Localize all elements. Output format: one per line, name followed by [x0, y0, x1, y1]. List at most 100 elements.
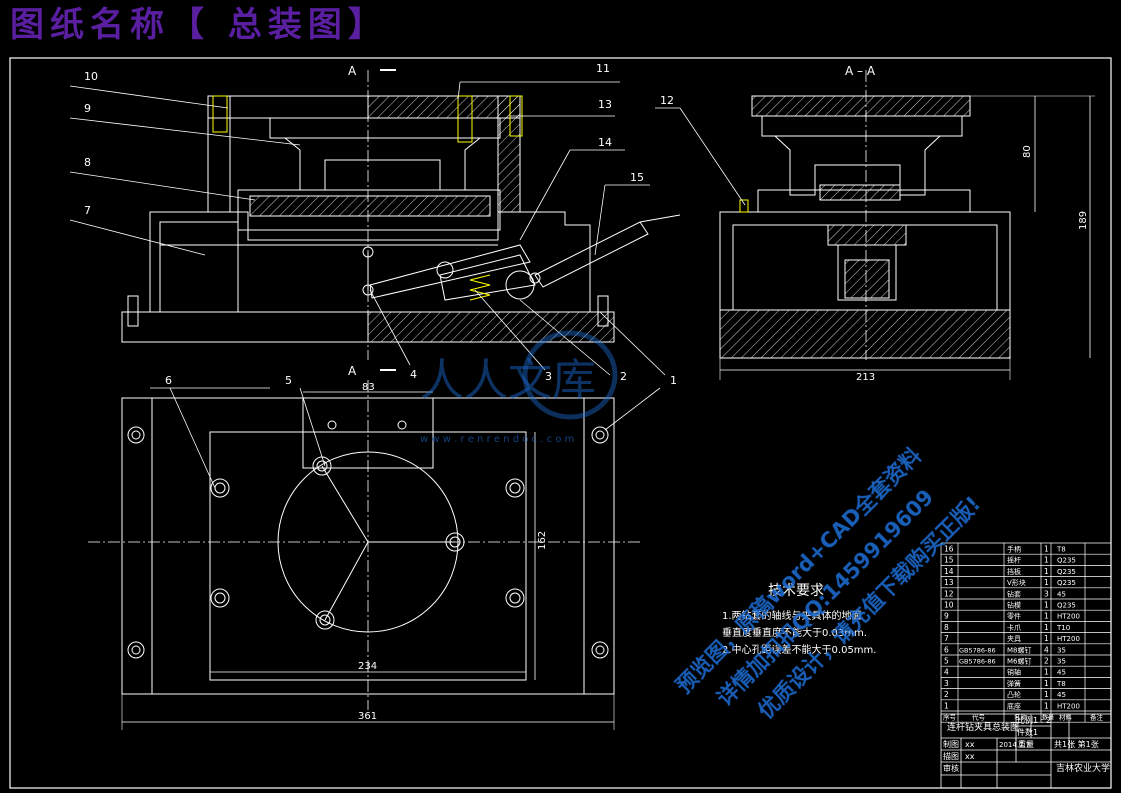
watermark-url: w w w . r e n r e n d o c . c o m [420, 434, 574, 445]
bom-cell-mat: 35 [1057, 646, 1066, 654]
bom-cell-qty: 1 [1044, 601, 1049, 610]
bom-cell-mat: HT200 [1057, 635, 1080, 643]
tech-req-line-1: 1.两钻套的轴线与夹具体的地面 [722, 609, 862, 622]
bom-cell-name: 零件 [1007, 612, 1021, 621]
bom-cell-name: 弹簧 [1007, 679, 1021, 688]
bom-cell-mat: T8 [1056, 680, 1066, 688]
bom-cell-no: 7 [944, 634, 949, 643]
bom-cell-qty: 1 [1044, 567, 1049, 576]
callout-4: 4 [410, 368, 417, 381]
section-label-bottom: A [348, 364, 357, 378]
title-block [940, 713, 1112, 789]
date-value: 2014.7.7 [999, 741, 1030, 749]
bom-head-qty: 数量 [1042, 714, 1054, 722]
weight-label: 重量 [1018, 739, 1034, 749]
workpiece [269, 117, 501, 139]
watermark-line-2: 详情加扣扣QQ:1459919609 [713, 485, 939, 711]
designer-label: 制图 [943, 739, 959, 749]
bom-cell-name: V形块 [1007, 578, 1026, 587]
bom-cell-qty: 1 [1044, 679, 1049, 688]
dim-83: 83 [362, 382, 375, 393]
bom-head-name: 名称 [1014, 713, 1028, 722]
bom-cell-name: 销轴 [1007, 668, 1021, 677]
tech-req-line-3: 2.中心孔距误差不能大于0.05mm. [722, 643, 876, 656]
bom-cell-name: 卡爪 [1007, 623, 1021, 632]
count-label: 件数 [1017, 727, 1033, 737]
side-view [719, 70, 1095, 380]
callout-8: 8 [84, 156, 91, 169]
bom-cell-qty: 1 [1044, 701, 1049, 710]
callout-11: 11 [596, 62, 610, 75]
bom-cell-mat: 45 [1057, 590, 1066, 598]
bom-cell-name: 底座 [1007, 701, 1021, 710]
bom-head-mat: 材料 [1059, 713, 1073, 722]
bom-cell-no: 3 [944, 679, 949, 688]
scale-value: 1 : 2 [1033, 716, 1051, 725]
dim-361: 361 [358, 711, 377, 722]
dim-189: 189 [1078, 211, 1089, 230]
bom-cell-name: 钻套 [1007, 589, 1021, 598]
part-callouts: 10 9 8 7 11 13 14 15 12 6 5 4 3 2 1 [84, 62, 677, 387]
tech-req-title: 技术要求 [768, 583, 824, 599]
bom-cell-qty: 1 [1044, 556, 1049, 565]
bom-cell-mat: T10 [1056, 624, 1070, 632]
count-value: 1 [1033, 728, 1038, 737]
bom-cell-qty: 1 [1044, 690, 1049, 699]
watermark-logo: 人人文库 [420, 355, 596, 406]
bom-cell-mat: 35 [1057, 658, 1066, 666]
callout-15: 15 [630, 171, 644, 184]
section-label-front: A [348, 64, 357, 78]
bom-cell-mat: Q235 [1057, 602, 1076, 610]
callout-3: 3 [545, 370, 552, 383]
bom-cell-mat: Q235 [1057, 579, 1076, 587]
callout-13: 13 [598, 98, 612, 111]
bom-cell-no: 5 [944, 657, 949, 666]
bom-cell-no: 6 [944, 645, 949, 654]
bom-cell-no: 12 [944, 589, 954, 598]
sheet-info: 共1张 第1张 [1054, 739, 1099, 749]
bom-cell-no: 2 [944, 690, 949, 699]
bom-cell-mat: T8 [1056, 546, 1066, 554]
bom-cell-qty: 2 [1044, 657, 1049, 666]
bom-head-note: 备注 [1090, 713, 1104, 722]
bom-cell-mat: HT200 [1057, 613, 1080, 621]
checker-label: 描图 [943, 751, 959, 761]
bom-cell-mat: Q235 [1057, 568, 1076, 576]
callout-9: 9 [84, 102, 91, 115]
bom-cell-std: GB5786-86 [959, 658, 996, 666]
bom-cell-qty: 1 [1044, 634, 1049, 643]
bom-cell-mat: 45 [1057, 691, 1066, 699]
watermark-line-1: 预览图，原稿word+CAD全套资料 [672, 443, 927, 698]
front-view [121, 69, 681, 371]
dim-80: 80 [1022, 145, 1033, 158]
drawing-name: 连杆钻夹具总装图 [947, 721, 1019, 733]
scale-label: 比例 [1017, 715, 1033, 725]
checker-value: xx [965, 752, 975, 761]
callout-10: 10 [84, 70, 98, 83]
bom-cell-qty: 3 [1044, 589, 1049, 598]
bom-cell-no: 16 [944, 545, 954, 554]
bom-cell-qty: 1 [1044, 623, 1049, 632]
school-name: 吉林农业大学 [1056, 762, 1110, 774]
dim-213: 213 [856, 372, 875, 383]
bom-cell-no: 4 [944, 668, 949, 677]
bom-cell-no: 13 [944, 578, 954, 587]
bom-cell-name: M6螺钉 [1007, 657, 1032, 666]
bom-cell-name: 钻模 [1007, 601, 1021, 610]
bom-cell-qty: 1 [1044, 578, 1049, 587]
bom-cell-name: 夹具 [1007, 634, 1021, 643]
callout-7: 7 [84, 204, 91, 217]
callout-14: 14 [598, 136, 612, 149]
callout-2: 2 [620, 370, 627, 383]
bom-cell-no: 9 [944, 612, 949, 621]
bom-cell-no: 1 [944, 701, 949, 710]
bom-cell-no: 15 [944, 556, 954, 565]
callout-5: 5 [285, 374, 292, 387]
bom-cell-name: 手柄 [1007, 545, 1021, 554]
sheet-border [9, 57, 1112, 789]
bom-cell-no: 10 [944, 601, 954, 610]
reviewer-label: 审核 [943, 763, 959, 773]
bom-cell-qty: 1 [1044, 545, 1049, 554]
